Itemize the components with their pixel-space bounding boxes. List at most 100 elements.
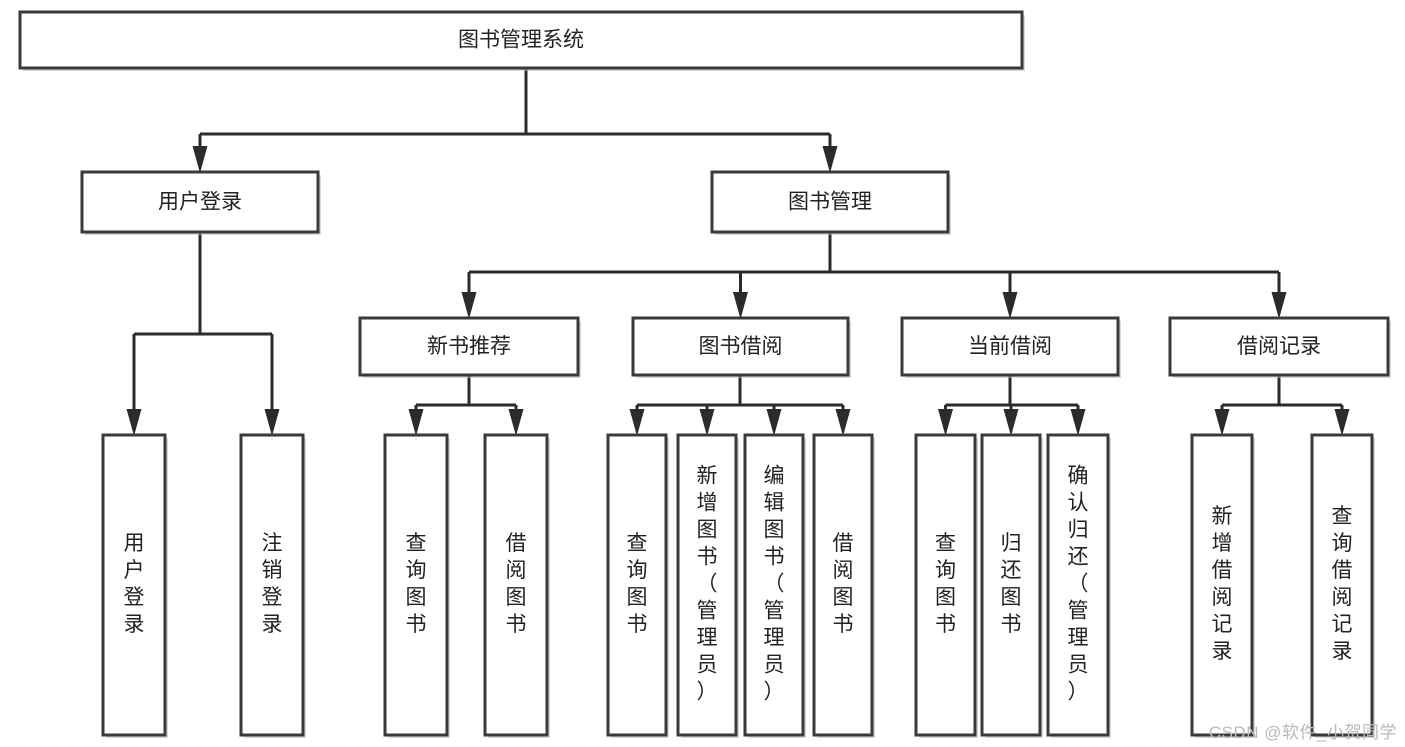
node-root[interactable]: 图书管理系统 (18, 10, 1025, 71)
node-label-char: 借 (1212, 559, 1233, 582)
node-borrow-record[interactable]: 借阅记录 (1168, 316, 1391, 378)
arrow-head-icon (835, 409, 851, 436)
node-label-char: 确 (1068, 465, 1089, 488)
node-label-char: 书 (406, 613, 427, 636)
node-label-char: 借 (1332, 559, 1353, 582)
connector-group-current-to-leaves (938, 375, 1086, 436)
node-label-char: 询 (935, 559, 956, 582)
node-box[interactable] (1168, 316, 1390, 377)
node-user-login[interactable]: 用户登录 (80, 170, 321, 235)
node-new-book-recommend[interactable]: 新书推荐 (358, 316, 581, 378)
connector-layer (126, 68, 1350, 436)
node-box[interactable] (383, 433, 449, 737)
node-box[interactable] (1310, 433, 1374, 737)
node-label-char: （ (1068, 573, 1089, 596)
node-label-char: 录 (1332, 640, 1353, 663)
node-label-char: 借 (506, 532, 527, 555)
node-current-borrow[interactable]: 当前借阅 (900, 316, 1121, 378)
node-label-char: 图 (833, 586, 854, 609)
node-box[interactable] (812, 433, 874, 737)
arrow-head-icon (264, 409, 280, 436)
node-label-char: 询 (1332, 532, 1353, 555)
node-label-char: 管 (1068, 600, 1089, 623)
arrow-head-icon (733, 292, 748, 319)
node-label-char: 图 (627, 586, 648, 609)
node-label-char: 销 (262, 559, 283, 582)
arrow-head-icon (126, 409, 142, 436)
node-box[interactable] (743, 433, 805, 737)
node-label-char: 图 (935, 586, 956, 609)
node-label: 用户登录 (158, 191, 242, 214)
arrow-head-icon (508, 409, 524, 436)
node-box[interactable] (980, 433, 1042, 737)
node-box[interactable] (80, 170, 320, 234)
node-label-char: 图 (764, 519, 785, 542)
node-label-char: 书 (1001, 613, 1022, 636)
node-box[interactable] (483, 433, 549, 737)
arrow-head-icon (1070, 409, 1086, 436)
node-box[interactable] (1046, 433, 1110, 737)
node-label-char: 编 (764, 465, 785, 488)
node-label-char: 归 (1001, 532, 1022, 555)
node-label-char: 认 (1068, 492, 1089, 515)
arrow-head-icon (822, 146, 838, 173)
node-label-char: 阅 (833, 559, 854, 582)
node-box[interactable] (606, 433, 668, 737)
node-label: 图书管理系统 (458, 29, 584, 52)
node-label-char: 图 (406, 586, 427, 609)
node-box[interactable] (676, 433, 738, 737)
node-label-char: 书 (833, 613, 854, 636)
node-label-char: （ (764, 573, 785, 596)
node-label-char: 图 (506, 586, 527, 609)
node-box[interactable] (1190, 433, 1254, 737)
node-label-char: 询 (406, 559, 427, 582)
node-label-char: 登 (124, 586, 145, 609)
node-layer: 图书管理系统用户登录图书管理新书推荐图书借阅当前借阅借阅记录用户登录注销登录查询… (18, 10, 1391, 738)
arrow-head-icon (938, 409, 953, 436)
node-box[interactable] (239, 433, 305, 737)
node-box[interactable] (101, 433, 167, 737)
node-label-char: 录 (262, 613, 283, 636)
node-book-manage[interactable]: 图书管理 (710, 170, 951, 235)
arrow-head-icon (1271, 292, 1287, 319)
node-label-char: 用 (124, 532, 145, 555)
node-box[interactable] (631, 316, 850, 377)
node-label: 借阅记录 (1237, 335, 1321, 358)
node-box[interactable] (914, 433, 977, 737)
connector-group-root-to-level1 (192, 68, 838, 173)
node-label-char: 归 (1068, 519, 1089, 542)
node-label-char: 管 (764, 600, 785, 623)
node-box[interactable] (18, 10, 1024, 70)
node-label-char: ） (697, 681, 718, 704)
node-label-char: 书 (697, 546, 718, 569)
connector-group-record-to-leaves (1214, 375, 1350, 436)
node-label-char: 书 (935, 613, 956, 636)
node-label-char: （ (697, 573, 718, 596)
arrow-head-icon (1003, 409, 1019, 436)
node-label-char: 录 (124, 613, 145, 636)
node-leaf-user-login[interactable]: 用户登录 (101, 433, 168, 738)
node-book-borrow[interactable]: 图书借阅 (631, 316, 851, 378)
node-label: 新书推荐 (427, 335, 511, 358)
node-box[interactable] (358, 316, 580, 377)
connector-group-borrow-to-leaves (629, 375, 851, 436)
arrow-head-icon (408, 409, 424, 436)
node-label: 图书管理 (788, 191, 872, 214)
node-box[interactable] (900, 316, 1120, 377)
node-box[interactable] (710, 170, 950, 234)
node-label-char: 员 (1068, 654, 1089, 677)
node-label-char: 理 (1068, 627, 1089, 650)
